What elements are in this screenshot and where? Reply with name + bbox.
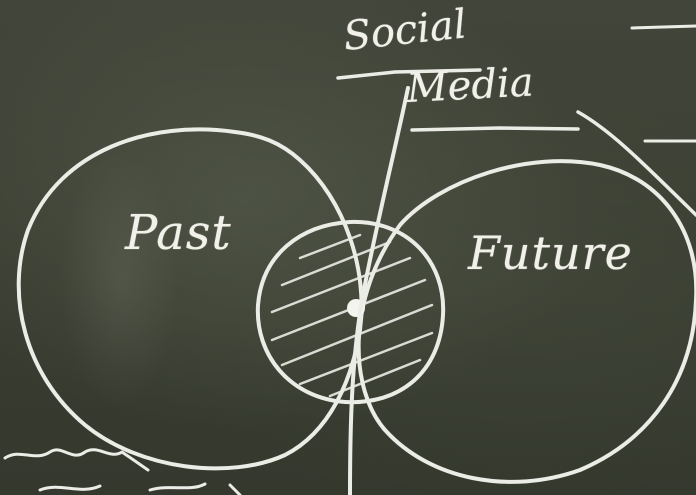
past-label: Past <box>125 205 232 261</box>
future-label: Future <box>468 226 633 280</box>
right-edge-dash-top <box>632 26 696 28</box>
media-label: Media <box>406 59 535 112</box>
bottom-left-scribble <box>5 450 148 470</box>
past-circle <box>19 129 362 468</box>
bottom-scribble <box>40 484 240 495</box>
media-underline <box>412 128 578 130</box>
timeline-vertical-line <box>350 88 408 495</box>
future-circle <box>359 161 696 482</box>
